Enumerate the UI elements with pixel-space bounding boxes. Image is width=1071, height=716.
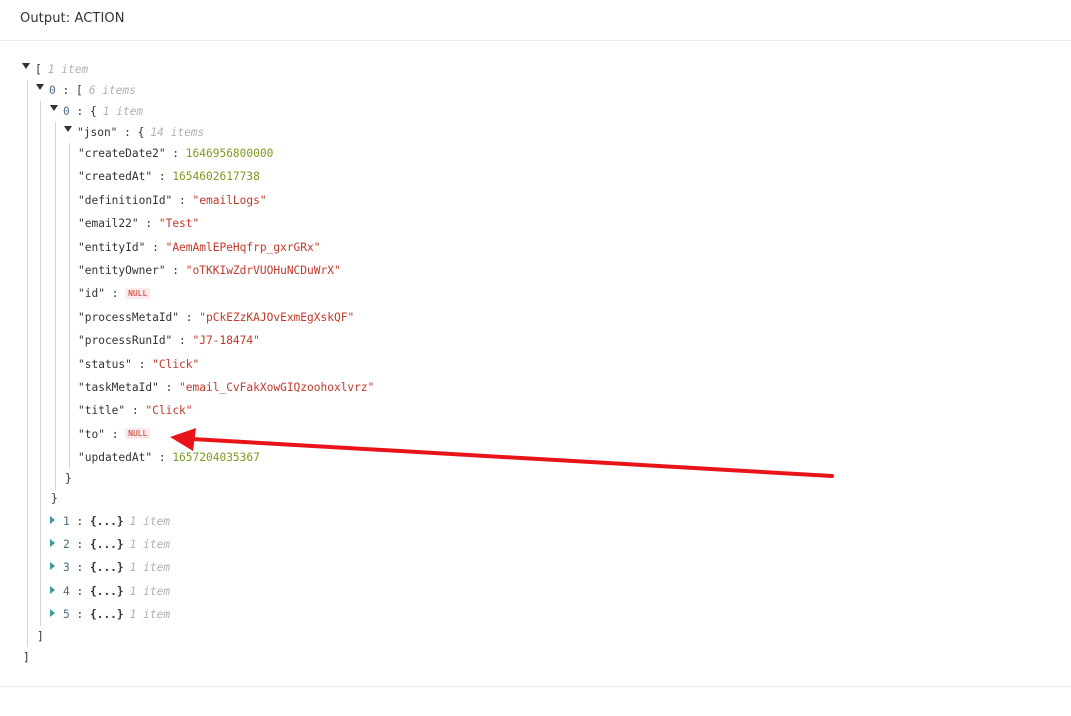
tree-json-row[interactable]: "json" : {14 items bbox=[64, 125, 204, 141]
expand-toggle-icon[interactable] bbox=[36, 84, 44, 90]
json-field-row[interactable]: "createdAt" : 1654602617738 bbox=[78, 170, 260, 184]
expand-toggle-icon[interactable] bbox=[50, 539, 55, 548]
tree-root-row[interactable]: [1 item bbox=[22, 62, 88, 78]
field-key: "title" bbox=[78, 404, 126, 418]
expand-toggle-icon[interactable] bbox=[50, 585, 55, 594]
null-badge: NULL bbox=[125, 287, 151, 299]
level2-item-count: 1 item bbox=[102, 105, 144, 118]
json-field-row[interactable]: "id" : NULL bbox=[78, 286, 151, 302]
field-key: "processMetaId" bbox=[78, 310, 180, 324]
json-field-row[interactable]: "definitionId" : "emailLogs" bbox=[78, 193, 267, 207]
collapsed-item-row[interactable]: 1 : {...}1 item bbox=[50, 514, 170, 530]
collapsed-index: 3 bbox=[63, 561, 70, 575]
field-value: "J7-18474" bbox=[192, 334, 260, 348]
level1-bracket-close: ] bbox=[37, 630, 44, 643]
footer-divider bbox=[0, 686, 1071, 687]
field-key: "to" bbox=[78, 427, 105, 441]
tree-level1-row[interactable]: 0 : [6 items bbox=[36, 83, 136, 99]
field-key: "updatedAt" bbox=[78, 451, 153, 465]
json-field-row[interactable]: "status" : "Click" bbox=[78, 357, 200, 371]
collapsed-index: 4 bbox=[63, 584, 70, 598]
collapsed-item-count: 1 item bbox=[129, 607, 171, 621]
field-key: "createDate2" bbox=[78, 147, 166, 160]
collapsed-item-row[interactable]: 4 : {...}1 item bbox=[50, 584, 170, 600]
expand-toggle-icon[interactable] bbox=[22, 63, 30, 69]
field-key: "entityId" bbox=[78, 240, 146, 254]
level2-brace-close: } bbox=[51, 492, 58, 505]
json-field-row[interactable]: "createDate2" : 1646956800000 bbox=[78, 147, 274, 160]
field-value: "Test" bbox=[158, 217, 200, 231]
field-value: "emailLogs" bbox=[192, 193, 267, 207]
json-brace-close: } bbox=[65, 472, 72, 485]
json-key: "json" bbox=[77, 126, 118, 139]
expand-toggle-icon[interactable] bbox=[50, 105, 58, 111]
json-field-row[interactable]: "processMetaId" : "pCkEZzKAJOvExmEgXskQF… bbox=[78, 310, 355, 324]
field-value: 1657204035367 bbox=[172, 451, 260, 465]
field-value: "AemAmlEPeHqfrp_gxrGRx" bbox=[165, 240, 321, 254]
collapsed-braces[interactable]: {...} bbox=[89, 561, 124, 575]
json-field-row[interactable]: "to" : NULL bbox=[78, 427, 151, 443]
json-field-row[interactable]: "taskMetaId" : "email_CvFakXowGIQzoohoxl… bbox=[78, 381, 375, 394]
field-value: 1654602617738 bbox=[172, 170, 260, 184]
collapsed-item-count: 1 item bbox=[129, 515, 171, 528]
expand-toggle-icon[interactable] bbox=[50, 608, 55, 617]
json-field-row[interactable]: "processRunId" : "J7-18474" bbox=[78, 334, 260, 348]
level1-index: 0 bbox=[49, 84, 56, 97]
field-key: "taskMetaId" bbox=[78, 381, 159, 394]
field-value: "pCkEZzKAJOvExmEgXskQF" bbox=[199, 310, 355, 324]
null-badge: NULL bbox=[125, 428, 151, 440]
field-key: "email22" bbox=[78, 217, 139, 231]
json-item-count: 14 items bbox=[150, 126, 205, 139]
collapsed-item-count: 1 item bbox=[129, 538, 171, 552]
field-value: 1646956800000 bbox=[185, 147, 274, 160]
root-bracket-close: ] bbox=[23, 651, 30, 664]
field-value: "Click" bbox=[145, 404, 193, 418]
json-field-row[interactable]: "entityOwner" : "oTKKIwZdrVUOHuNCDuWrX" bbox=[78, 264, 341, 277]
collapsed-index: 1 bbox=[63, 515, 70, 528]
guide-line-level2 bbox=[55, 122, 56, 490]
collapsed-braces[interactable]: {...} bbox=[89, 584, 124, 598]
field-key: "status" bbox=[78, 357, 132, 371]
root-bracket-open: [ bbox=[35, 63, 42, 76]
level1-item-count: 6 items bbox=[88, 84, 136, 97]
json-field-row[interactable]: "email22" : "Test" bbox=[78, 217, 200, 231]
level2-index: 0 bbox=[63, 105, 70, 118]
guide-line-root bbox=[27, 80, 28, 647]
collapsed-index: 5 bbox=[63, 607, 70, 621]
level1-bracket-open: [ bbox=[75, 84, 83, 97]
field-value: "Click" bbox=[152, 357, 200, 371]
collapsed-index: 2 bbox=[63, 538, 70, 552]
collapsed-item-row[interactable]: 5 : {...}1 item bbox=[50, 607, 170, 623]
collapsed-item-count: 1 item bbox=[129, 584, 171, 598]
root-item-count: 1 item bbox=[47, 63, 89, 76]
collapsed-braces[interactable]: {...} bbox=[89, 515, 124, 528]
field-key: "createdAt" bbox=[78, 170, 153, 184]
field-key: "entityOwner" bbox=[78, 264, 166, 277]
guide-line-json bbox=[69, 143, 70, 469]
tree-level2-row[interactable]: 0 : {1 item bbox=[50, 104, 143, 120]
collapsed-braces[interactable]: {...} bbox=[89, 538, 124, 552]
field-key: "processRunId" bbox=[78, 334, 173, 348]
expand-toggle-icon[interactable] bbox=[50, 516, 55, 524]
level2-brace-open: { bbox=[89, 105, 97, 118]
collapsed-item-count: 1 item bbox=[129, 561, 171, 575]
json-field-row[interactable]: "title" : "Click" bbox=[78, 404, 193, 418]
output-header: Output: ACTION bbox=[0, 0, 1071, 41]
expand-toggle-icon[interactable] bbox=[64, 126, 72, 132]
field-key: "id" bbox=[78, 287, 105, 301]
field-value: "email_CvFakXowGIQzoohoxlvrz" bbox=[179, 381, 375, 394]
json-brace-open: { bbox=[137, 126, 145, 139]
expand-toggle-icon[interactable] bbox=[50, 562, 55, 571]
collapsed-braces[interactable]: {...} bbox=[89, 607, 124, 621]
collapsed-item-row[interactable]: 3 : {...}1 item bbox=[50, 560, 170, 576]
output-title: Output: ACTION bbox=[20, 11, 125, 26]
json-field-row[interactable]: "entityId" : "AemAmlEPeHqfrp_gxrGRx" bbox=[78, 240, 321, 254]
guide-line-level1 bbox=[40, 101, 41, 626]
json-field-row[interactable]: "updatedAt" : 1657204035367 bbox=[78, 451, 260, 465]
collapsed-item-row[interactable]: 2 : {...}1 item bbox=[50, 537, 170, 553]
field-value: "oTKKIwZdrVUOHuNCDuWrX" bbox=[185, 264, 341, 277]
field-key: "definitionId" bbox=[78, 193, 173, 207]
